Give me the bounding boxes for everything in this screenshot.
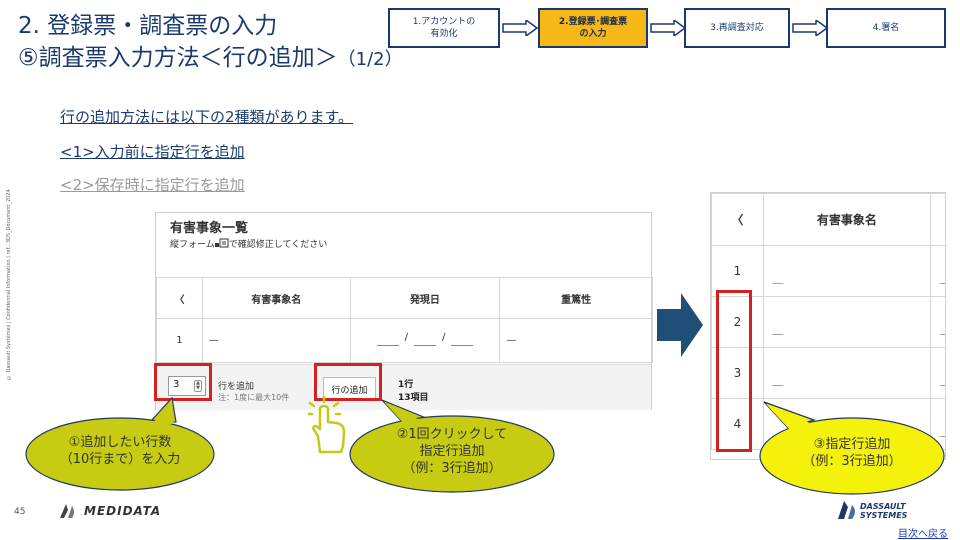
- result-header-row: 〈 有害事象名: [711, 193, 945, 246]
- callout-bubble-1: ①追加したい行数 （10行まで）を入力: [22, 396, 218, 492]
- slide-title-line2: ⑤調査票入力方法＜行の追加＞（1/2）: [18, 42, 403, 76]
- column-header-seriousness: 重篤性: [499, 277, 653, 319]
- dassault-systemes-logo: DASSAULT SYSTEMES: [838, 501, 908, 520]
- form-description: 縦フォーム で確認修正してください: [170, 237, 327, 250]
- callout-bubble-3: ③指定行追加 （例：3行追加）: [756, 398, 948, 496]
- result-prev-page-button[interactable]: 〈: [711, 193, 764, 246]
- row-count-items: 13項目: [398, 393, 429, 403]
- big-arrow-icon: [657, 293, 703, 357]
- callout-bubble-2-shape: [349, 399, 555, 493]
- stepper-arrows-icon[interactable]: ▲▼: [194, 380, 202, 392]
- step-flow: 1.アカウントの有効化 2.登録票･調査票の入力 3.再調査対応 4.署名: [388, 8, 948, 48]
- column-header-ae-name: 有害事象名: [201, 277, 351, 319]
- adverse-event-form: 有害事象一覧 縦フォームで確認修正してください 〈 有害事象名 発現日 重篤性 …: [155, 212, 653, 410]
- medidata-logo: MEDIDATA: [58, 501, 161, 521]
- result-column-header: 有害事象名: [762, 193, 932, 246]
- table-row: 2 — —: [711, 296, 945, 348]
- callout-1-line1: ①追加したい行数: [68, 435, 172, 450]
- date-day-slot[interactable]: [451, 332, 474, 346]
- column-header-onset-date: 発現日: [349, 277, 501, 319]
- table-row: 1 — // —: [156, 318, 653, 363]
- highlight-added-rows: [716, 290, 752, 452]
- step-arrow-icon: [650, 20, 686, 36]
- callout-3-line2: （例：3行追加）: [802, 454, 902, 469]
- callout-bubble-3-shape: [759, 401, 945, 495]
- callout-1-line2: （10行まで）を入力: [59, 452, 181, 467]
- row-count-stepper[interactable]: 3 ▲▼: [168, 376, 206, 396]
- row-number: 1: [156, 318, 203, 363]
- row-count-value: 3: [173, 379, 180, 390]
- ae-name-field[interactable]: —: [201, 318, 351, 363]
- callout-2-line2: 指定行追加: [419, 444, 485, 459]
- pointer-hand-icon: [308, 396, 346, 454]
- highlight-stepper: [154, 363, 212, 401]
- slide-title-text: ⑤調査票入力方法＜行の追加＞: [18, 45, 338, 71]
- vertical-form-icon: [214, 238, 229, 248]
- table-row: 1 — —: [711, 245, 945, 297]
- callout-2-line1: ②1回クリックして: [396, 427, 508, 442]
- step-1: 1.アカウントの有効化: [388, 8, 500, 48]
- ds-line2: SYSTEMES: [860, 511, 908, 520]
- row-number: 3: [711, 347, 764, 399]
- seriousness-field[interactable]: —: [499, 318, 653, 363]
- step-2-label: 2.登録票･調査票: [558, 17, 628, 27]
- medidata-wordmark: MEDIDATA: [84, 504, 162, 518]
- callout-2-line3: （例：3行追加）: [402, 461, 502, 476]
- date-separator: /: [441, 332, 446, 343]
- ae-name-field[interactable]: —: [762, 296, 932, 348]
- date-month-slot[interactable]: [413, 332, 436, 346]
- step-2: 2.登録票･調査票の入力: [538, 8, 648, 48]
- step-arrow-icon: [502, 20, 538, 36]
- step-1-label: 1.アカウントの: [412, 17, 476, 27]
- ae-name-field[interactable]: —: [762, 347, 932, 399]
- form-title: 有害事象一覧: [170, 221, 249, 236]
- form-desc-after: で確認修正してください: [228, 240, 328, 250]
- step-4-label: 4.署名: [872, 23, 900, 33]
- slide-title-line1: 2. 登録票・調査票の入力: [18, 13, 278, 39]
- callout-bubble-1-shape: [25, 396, 215, 491]
- step-3: 3.再調査対応: [684, 8, 790, 48]
- ae-name-field[interactable]: —: [762, 245, 932, 297]
- table-header-row: 〈 有害事象名 発現日 重篤性: [156, 277, 653, 319]
- date-year-slot[interactable]: [376, 332, 399, 346]
- next-field[interactable]: —: [930, 347, 945, 399]
- medidata-mark-icon: [60, 504, 74, 518]
- step-arrow-icon: [792, 20, 828, 36]
- highlight-add-button: [314, 363, 382, 401]
- callout-3-line1: ③指定行追加: [813, 437, 891, 452]
- slide-title-page: （1/2）: [337, 49, 403, 70]
- intro-text: 行の追加方法には以下の2種類があります。: [60, 108, 354, 126]
- method-2-link[interactable]: <2>保存時に指定行を追加: [60, 176, 245, 194]
- step-2-label-2: の入力: [579, 29, 607, 39]
- row-count-info: 1行 13項目: [398, 379, 429, 405]
- step-3-label: 3.再調査対応: [710, 23, 764, 33]
- step-4: 4.署名: [826, 8, 946, 48]
- method-1-link[interactable]: <1>入力前に指定行を追加: [60, 143, 245, 161]
- page-number: 45: [14, 507, 26, 517]
- prev-page-button[interactable]: 〈: [156, 277, 203, 319]
- date-separator: /: [404, 332, 408, 343]
- slide-title: 2. 登録票・調査票の入力 ⑤調査票入力方法＜行の追加＞（1/2）: [18, 10, 403, 76]
- add-row-note: 注：1度に最大10件: [218, 393, 290, 402]
- step-1-label-2: 有効化: [430, 29, 458, 39]
- next-field[interactable]: —: [930, 245, 945, 297]
- confidential-note: © Dassault Systèmes | Confidential Infor…: [6, 189, 12, 380]
- grid-table: 〈 有害事象名 発現日 重篤性 1 — // —: [156, 277, 653, 363]
- row-number: 1: [711, 245, 764, 297]
- onset-date-field[interactable]: //: [349, 318, 501, 363]
- callout-bubble-2: ②1回クリックして 指定行追加 （例：3行追加）: [346, 394, 558, 494]
- next-field[interactable]: —: [930, 296, 945, 348]
- back-to-toc-link[interactable]: 目次へ戻る: [898, 529, 948, 540]
- row-count-rows: 1行: [398, 380, 414, 390]
- add-row-label: 行を追加: [218, 382, 255, 392]
- add-row-bar: 3 ▲▼ 行を追加 注：1度に最大10件 行の追加 1行 13項目: [156, 364, 651, 410]
- form-desc-before: 縦フォーム: [170, 240, 215, 250]
- ds-line1: DASSAULT: [860, 502, 906, 511]
- row-number: 4: [711, 398, 764, 450]
- result-column-next: [930, 193, 945, 246]
